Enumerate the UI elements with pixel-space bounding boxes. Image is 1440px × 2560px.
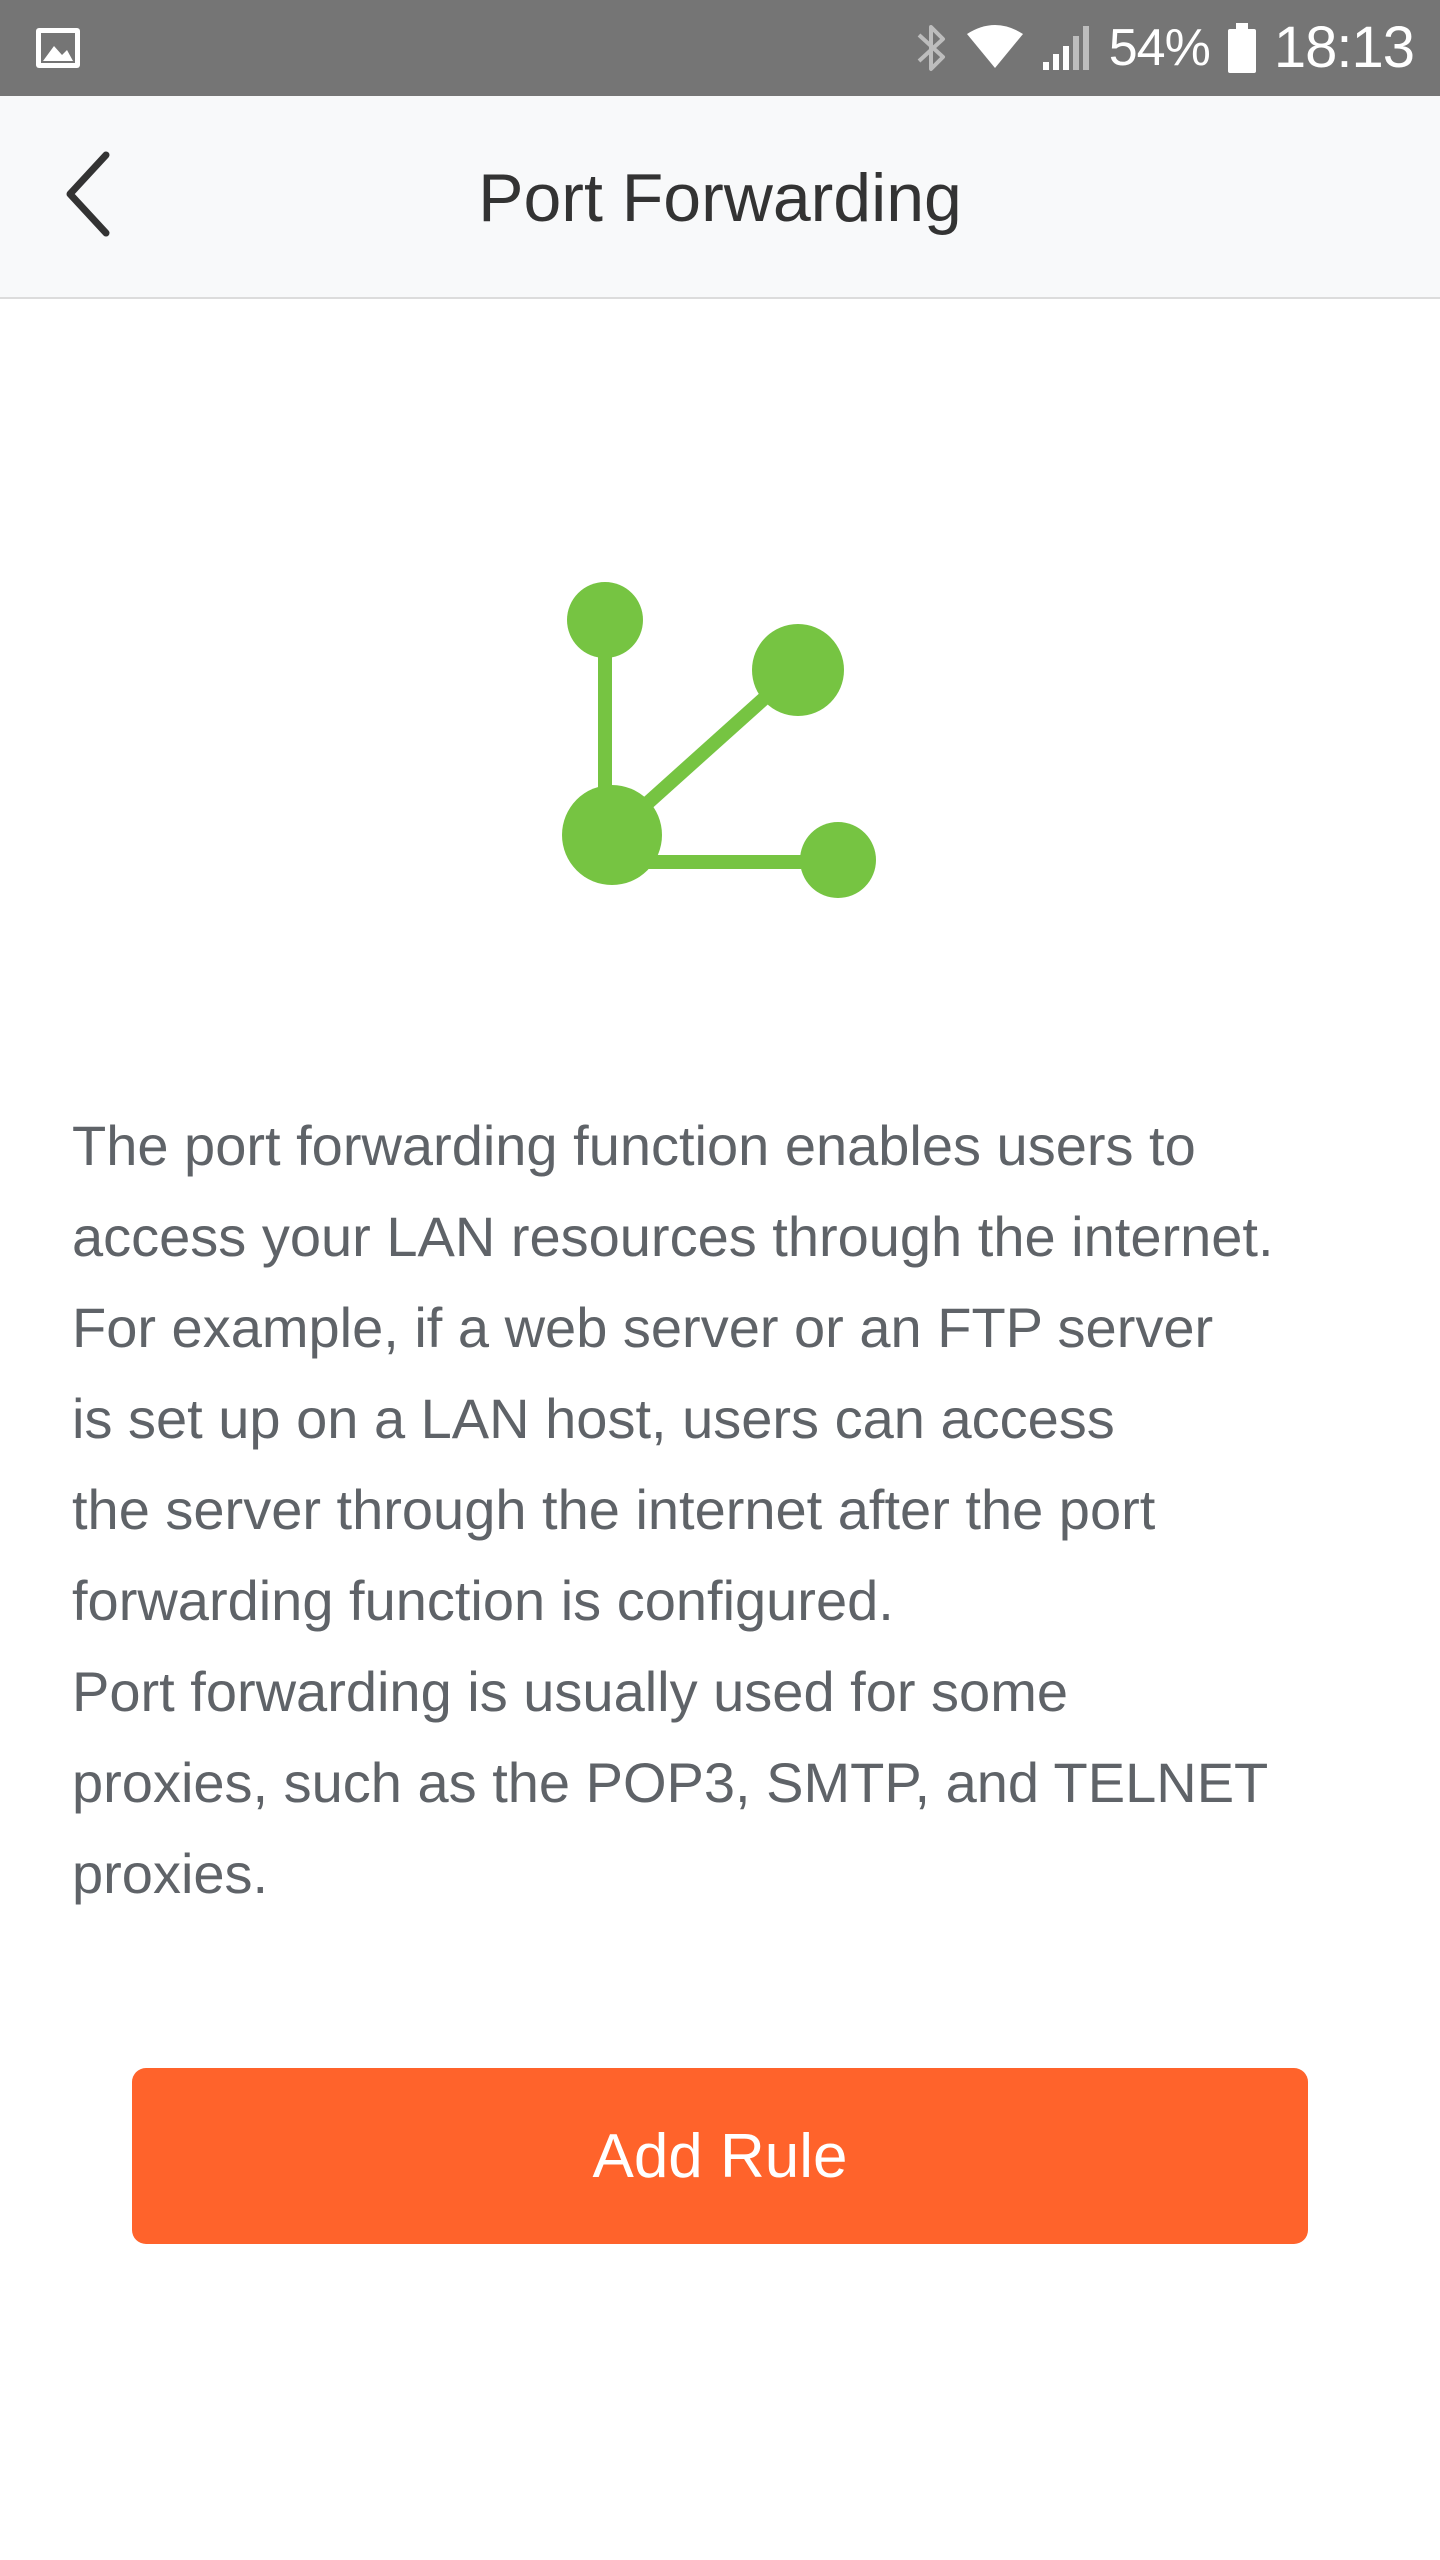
description-line: is set up on a LAN host, users can acces…: [72, 1387, 1115, 1450]
description-text: The port forwarding function enables use…: [72, 1100, 1372, 1919]
back-button[interactable]: [40, 146, 140, 246]
description-line: forwarding function is configured.: [72, 1569, 894, 1632]
signal-icon: [1041, 24, 1093, 72]
battery-percent: 54%: [1108, 19, 1211, 77]
description-line: For example, if a web server or an FTP s…: [72, 1296, 1214, 1359]
description-line: proxies, such as the POP3, SMTP, and TEL…: [72, 1751, 1269, 1814]
network-nodes-icon: [540, 560, 900, 920]
status-indicators: 54% 18:13: [915, 0, 1415, 96]
description-line: the server through the internet after th…: [72, 1478, 1156, 1541]
description-line: Port forwarding is usually used for some: [72, 1660, 1068, 1723]
image-icon: [34, 24, 82, 72]
app-bar: Port Forwarding: [0, 96, 1440, 299]
description-line: The port forwarding function enables use…: [72, 1114, 1196, 1177]
wifi-icon: [965, 24, 1025, 72]
chevron-left-icon: [60, 149, 120, 244]
description-line: access your LAN resources through the in…: [72, 1205, 1274, 1268]
battery-icon: [1226, 21, 1258, 75]
add-rule-button[interactable]: Add Rule: [132, 2068, 1308, 2244]
status-bar: 54% 18:13: [0, 0, 1440, 96]
clock: 18:13: [1273, 15, 1415, 80]
description-line: proxies.: [72, 1842, 269, 1905]
bluetooth-icon: [915, 21, 949, 75]
page-title: Port Forwarding: [478, 159, 962, 236]
